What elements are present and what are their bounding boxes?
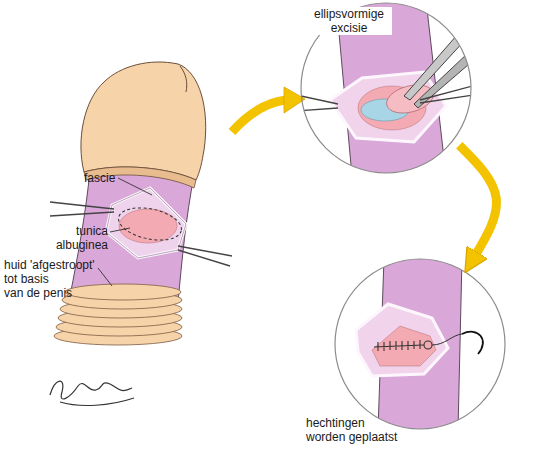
forceps bbox=[178, 246, 232, 266]
scissors bbox=[414, 36, 490, 108]
yellow-arrow bbox=[232, 100, 286, 132]
excision-inset bbox=[296, 0, 490, 176]
meatus bbox=[180, 66, 187, 92]
part-label: tunica albuginea bbox=[56, 224, 108, 252]
penis-drawing bbox=[50, 62, 305, 405]
tunica-area bbox=[372, 326, 436, 366]
corona bbox=[84, 167, 196, 188]
signature bbox=[50, 381, 134, 405]
inset-border bbox=[301, 3, 471, 173]
fascia-window bbox=[356, 304, 448, 376]
fascia-window bbox=[330, 72, 446, 142]
inset-circle: hechtingen worden geplaatst bbox=[334, 258, 506, 430]
label-box: huid 'afgestroopt' tot basis van de peni… bbox=[4, 258, 101, 316]
part-label: fascie bbox=[84, 171, 115, 185]
forceps bbox=[50, 202, 114, 216]
needle bbox=[462, 332, 483, 354]
wrap-spacer bbox=[60, 272, 101, 286]
part-label: huid 'afgestroopt' tot basis van de peni… bbox=[4, 258, 95, 300]
suture-inset bbox=[356, 258, 483, 430]
leader-line bbox=[118, 178, 152, 195]
suture-loop bbox=[424, 341, 432, 349]
incision-outline bbox=[116, 203, 185, 246]
wrap-spacer bbox=[80, 286, 101, 316]
glans bbox=[81, 62, 206, 180]
label-box: tunica albuginea bbox=[50, 224, 108, 252]
inset-caption: ellipsvormige excisie bbox=[306, 7, 392, 35]
thread bbox=[432, 334, 462, 345]
suture-line bbox=[374, 340, 424, 351]
skin-fold bbox=[65, 284, 181, 300]
fascia-window-edge bbox=[106, 188, 186, 258]
leader-line bbox=[98, 268, 112, 286]
inset-circle: ellipsvormige excisie bbox=[300, 2, 472, 174]
flow-arrow bbox=[459, 145, 496, 258]
inset-border bbox=[335, 259, 505, 429]
inset-outline bbox=[334, 258, 506, 430]
fascia-window bbox=[106, 188, 186, 258]
tunica-area bbox=[119, 209, 177, 243]
inset-caption: hechtingen worden geplaatst bbox=[306, 416, 402, 444]
label-box: fascie bbox=[84, 171, 128, 185]
leader-line bbox=[110, 228, 130, 232]
